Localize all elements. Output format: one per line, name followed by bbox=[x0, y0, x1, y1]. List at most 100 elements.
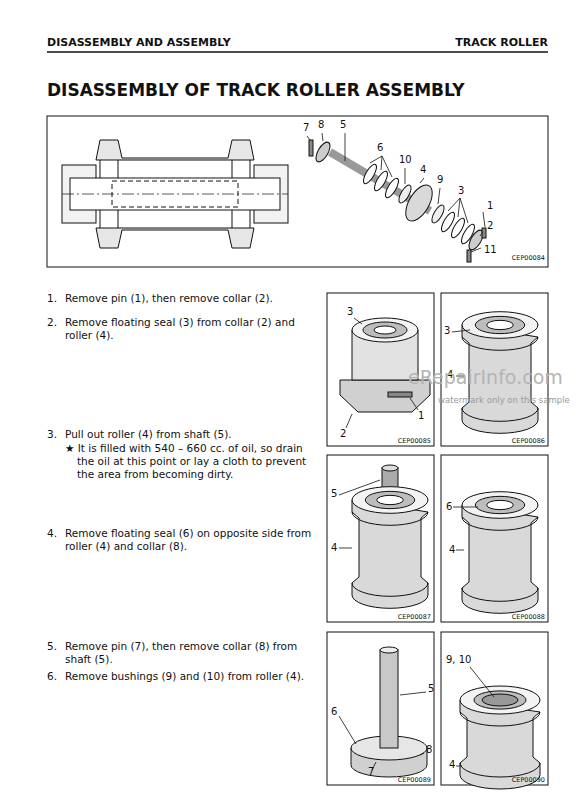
callout-number: 5 bbox=[428, 683, 434, 696]
leader-line bbox=[471, 248, 481, 252]
drawing-stroke bbox=[466, 228, 486, 252]
callout-number: 9, 10 bbox=[446, 654, 471, 667]
callout-number: 4 bbox=[449, 544, 455, 557]
header-text: TRACK ROLLER bbox=[455, 36, 548, 50]
drawing-stroke bbox=[487, 320, 514, 329]
callout-number: 3 bbox=[444, 325, 450, 338]
step-number: 1. bbox=[47, 292, 57, 305]
leader-line bbox=[420, 753, 424, 755]
drawing-stroke bbox=[474, 691, 526, 709]
drawing-stroke bbox=[475, 316, 524, 333]
callout-number: 11 bbox=[484, 244, 497, 257]
step-number: 6. bbox=[47, 670, 57, 683]
roller-body bbox=[352, 500, 428, 608]
callout-number: 10 bbox=[399, 154, 412, 167]
drawing-stroke bbox=[383, 176, 401, 199]
figure-code: CEP00087 bbox=[398, 613, 431, 621]
drawing-stroke bbox=[313, 140, 333, 164]
leader-line bbox=[382, 156, 392, 177]
drawing-stroke bbox=[462, 588, 538, 601]
leader-line bbox=[307, 136, 310, 140]
drawing-stroke bbox=[352, 318, 418, 342]
leader-line bbox=[438, 188, 440, 204]
step-text: ★ It is filled with 540 – 660 cc. of oil… bbox=[65, 442, 315, 481]
drawing-stroke bbox=[462, 408, 538, 421]
figure-code: CEP00086 bbox=[512, 437, 545, 445]
figure-code: CEP00084 bbox=[512, 254, 545, 262]
drawing-stroke bbox=[462, 337, 538, 350]
step-text: Remove bushings (9) and (10) from roller… bbox=[65, 670, 315, 683]
leader-line bbox=[456, 766, 462, 767]
callout-number: 5 bbox=[331, 488, 337, 501]
leader-line bbox=[339, 548, 352, 549]
leader-line bbox=[339, 716, 356, 744]
drawing-stroke bbox=[475, 496, 524, 513]
shaft bbox=[380, 650, 398, 748]
drawing-stroke bbox=[352, 583, 428, 596]
pin bbox=[309, 140, 313, 156]
watermark: eRepairInfo.com bbox=[408, 366, 563, 390]
leader-line bbox=[345, 133, 346, 161]
step-number: 3. bbox=[47, 428, 57, 441]
watermark: watermark only on this sample bbox=[438, 395, 570, 406]
header-text: DISASSEMBLY AND ASSEMBLY bbox=[47, 36, 231, 50]
drawing-stroke bbox=[363, 322, 407, 338]
callout-number: 2 bbox=[340, 428, 346, 441]
callout-number: 8 bbox=[426, 744, 432, 757]
step-number: 4. bbox=[47, 527, 57, 540]
callout-number: 7 bbox=[368, 766, 374, 779]
callout-number: 4 bbox=[420, 164, 426, 177]
figure-code: CEP00085 bbox=[398, 437, 431, 445]
step-number: 2. bbox=[47, 316, 57, 329]
leader-line bbox=[405, 168, 406, 184]
leader-line bbox=[339, 480, 380, 495]
callout-number: 1 bbox=[487, 200, 493, 213]
leader-line bbox=[458, 198, 460, 217]
drawing-stroke bbox=[462, 312, 538, 339]
step-text: Remove pin (7), then remove collar (8) f… bbox=[65, 640, 315, 666]
step-text: Remove floating seal (3) from collar (2)… bbox=[65, 316, 315, 342]
drawing-stroke bbox=[460, 686, 540, 714]
roller-body bbox=[462, 505, 538, 613]
leader-line bbox=[370, 156, 382, 163]
callout-number: 2 bbox=[487, 220, 493, 233]
step-text: Remove pin (1), then remove collar (2). bbox=[65, 292, 315, 305]
step-text: Remove floating seal (6) on opposite sid… bbox=[65, 527, 315, 553]
drawing-stroke bbox=[487, 500, 514, 509]
leader-line bbox=[410, 398, 418, 410]
drawing-stroke bbox=[460, 763, 540, 777]
figure-code: CEP00088 bbox=[512, 613, 545, 621]
drawing-stroke bbox=[462, 492, 538, 519]
callout-number: 3 bbox=[347, 306, 353, 319]
leader-line bbox=[400, 692, 426, 695]
leader-line bbox=[453, 507, 478, 508]
drawing-stroke bbox=[380, 647, 398, 653]
leader-line bbox=[322, 133, 323, 141]
leader-line bbox=[381, 156, 382, 170]
leader-line bbox=[420, 178, 424, 183]
leader-line bbox=[456, 550, 464, 551]
drawing-stroke bbox=[374, 326, 396, 334]
callout-number: 5 bbox=[340, 119, 346, 132]
leader-line bbox=[483, 212, 485, 227]
callout-number: 3 bbox=[458, 185, 464, 198]
figure-code: CEP00089 bbox=[398, 776, 431, 784]
drawing-stroke bbox=[382, 465, 398, 471]
callout-number: 4 bbox=[331, 542, 337, 555]
page-title: DISASSEMBLY OF TRACK ROLLER ASSEMBLY bbox=[47, 80, 465, 101]
callout-number: 4 bbox=[449, 759, 455, 772]
leader-line bbox=[480, 232, 483, 236]
pin bbox=[388, 392, 412, 397]
leader-line bbox=[452, 330, 470, 332]
leader-line bbox=[346, 414, 352, 428]
leader-line bbox=[354, 318, 362, 324]
callout-number: 7 bbox=[303, 122, 309, 135]
drawing-stroke bbox=[352, 512, 428, 525]
callout-number: 6 bbox=[446, 501, 452, 514]
step-text: Pull out roller (4) from shaft (5). bbox=[65, 428, 315, 441]
drawing-stroke bbox=[352, 487, 428, 514]
callout-number: 8 bbox=[318, 119, 324, 132]
drawing-stroke bbox=[482, 694, 518, 706]
callout-number: 6 bbox=[377, 142, 383, 155]
drawing-stroke bbox=[462, 517, 538, 530]
